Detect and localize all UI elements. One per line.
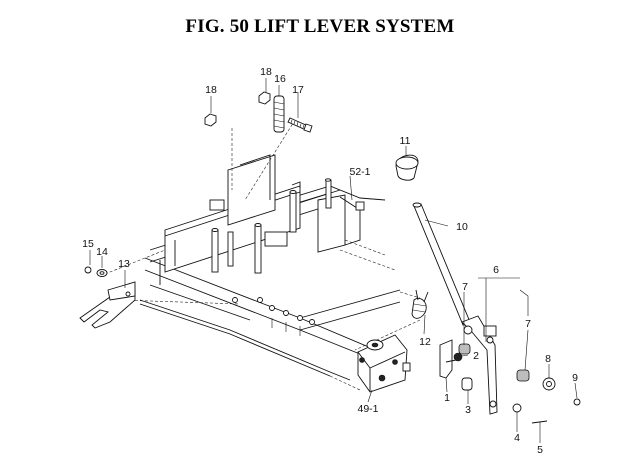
knob-11 xyxy=(395,154,419,181)
callout-52-1: 52-1 xyxy=(349,166,370,178)
callout-16: 16 xyxy=(274,73,286,85)
bushing-7-right xyxy=(516,369,530,382)
callout-3: 3 xyxy=(465,404,471,416)
nut-2 xyxy=(453,352,463,362)
callout-13: 13 xyxy=(118,258,130,270)
pin-9 xyxy=(573,398,581,406)
bracket-1 xyxy=(439,339,457,379)
spring-12 xyxy=(411,289,429,319)
callout-4: 4 xyxy=(514,432,520,444)
split-pin-5 xyxy=(531,420,548,424)
frame-assembly xyxy=(104,119,421,391)
callout-10: 10 xyxy=(456,221,468,233)
bracket-13 xyxy=(79,281,136,329)
callout-1: 1 xyxy=(444,392,450,404)
washer-4 xyxy=(512,403,522,413)
lever-arm-6 xyxy=(461,315,498,415)
rail-bolts xyxy=(232,297,315,336)
nut-14 xyxy=(96,269,108,277)
callout-11: 11 xyxy=(400,135,411,147)
callout-7-left: 7 xyxy=(462,281,468,293)
callout-8: 8 xyxy=(545,353,551,365)
washer-15 xyxy=(84,266,92,274)
bushing-3 xyxy=(461,377,473,391)
callout-18-top: 18 xyxy=(260,66,272,78)
nut-18-left xyxy=(204,113,217,127)
callout-6: 6 xyxy=(493,264,499,276)
nut-18-top xyxy=(258,91,271,105)
callout-17: 17 xyxy=(292,84,304,96)
leader-lines xyxy=(89,78,578,443)
bolt-17 xyxy=(287,117,313,133)
valve-49-1 xyxy=(357,334,411,393)
callout-9: 9 xyxy=(572,372,578,384)
callout-49-1: 49-1 xyxy=(357,403,378,415)
figure-title: FIG. 50 LIFT LEVER SYSTEM xyxy=(185,16,455,37)
callout-12: 12 xyxy=(419,336,431,348)
callout-5: 5 xyxy=(537,444,543,456)
callout-14: 14 xyxy=(96,246,108,258)
bushing-7-left xyxy=(458,343,471,355)
washer-8 xyxy=(542,377,556,391)
callout-18-left: 18 xyxy=(205,84,217,96)
callout-2: 2 xyxy=(473,350,479,362)
callout-7-right: 7 xyxy=(525,318,531,330)
callout-15: 15 xyxy=(82,238,94,250)
callout-labels: 18 18 16 17 52-1 11 10 15 14 13 6 7 7 12… xyxy=(82,66,578,456)
spring-16 xyxy=(273,95,285,133)
